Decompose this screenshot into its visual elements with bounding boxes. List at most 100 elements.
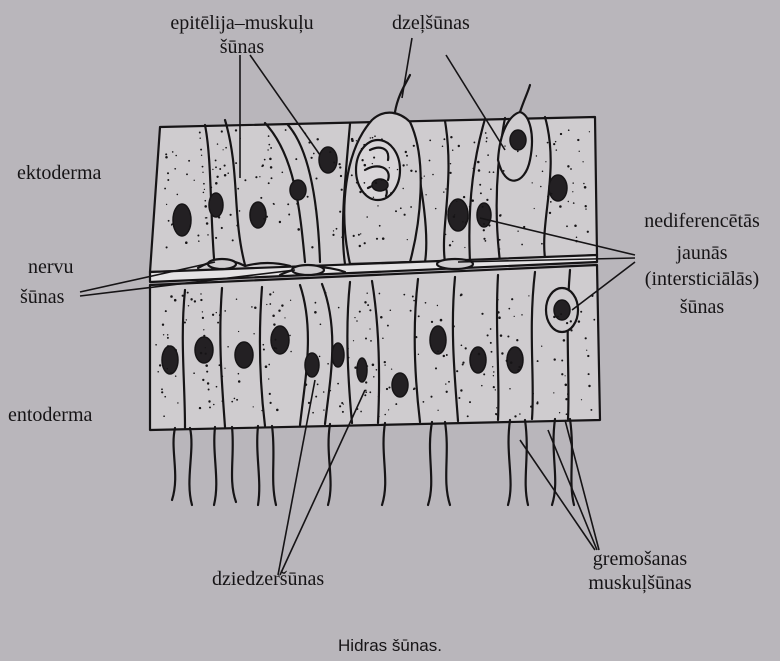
speckle-dot: [360, 233, 361, 234]
speckle-dot: [219, 314, 221, 316]
speckle-dot: [265, 365, 268, 368]
speckle-dot: [353, 340, 354, 341]
speckle-dot: [549, 193, 551, 195]
speckle-dot: [563, 339, 566, 342]
speckle-dot: [410, 206, 412, 208]
speckle-dot: [167, 172, 169, 174]
speckle-dot: [227, 172, 229, 174]
speckle-dot: [431, 321, 433, 323]
speckle-dot: [200, 293, 201, 294]
speckle-dot: [445, 188, 446, 189]
speckle-dot: [549, 212, 551, 214]
speckle-dot: [487, 334, 489, 336]
speckle-dot: [566, 225, 568, 227]
speckle-dot: [314, 311, 317, 314]
speckle-dot: [267, 149, 268, 150]
speckle-dot: [415, 170, 417, 172]
speckle-dot: [380, 316, 383, 319]
speckle-dot: [572, 182, 573, 183]
speckle-dot: [582, 161, 583, 162]
speckle-dot: [174, 299, 177, 302]
speckle-dot: [366, 216, 368, 218]
speckle-dot: [456, 370, 458, 372]
speckle-dot: [458, 397, 460, 399]
nerve-cell-body: [437, 259, 473, 269]
speckle-dot: [395, 210, 397, 212]
speckle-dot: [372, 137, 374, 139]
speckle-dot: [381, 138, 383, 140]
speckle-dot: [560, 313, 562, 315]
speckle-dot: [402, 164, 404, 166]
speckle-dot: [460, 389, 462, 391]
speckle-dot: [377, 205, 378, 206]
speckle-dot: [412, 296, 414, 298]
speckle-dot: [501, 352, 503, 354]
speckle-dot: [465, 347, 467, 349]
speckle-dot: [269, 293, 271, 295]
speckle-dot: [488, 224, 490, 226]
label-undiff-line2: jaunās: [622, 242, 780, 264]
speckle-dot: [177, 194, 179, 196]
speckle-dot: [319, 356, 321, 358]
speckle-dot: [583, 183, 585, 185]
speckle-dot: [585, 208, 586, 209]
speckle-dot: [381, 178, 383, 180]
speckle-dot: [517, 369, 519, 371]
speckle-dot: [473, 141, 475, 143]
speckle-dot: [170, 295, 173, 298]
speckle-dot: [338, 307, 340, 309]
speckle-dot: [572, 191, 573, 192]
speckle-dot: [290, 300, 291, 301]
speckle-dot: [234, 398, 236, 400]
speckle-dot: [553, 392, 554, 393]
speckle-dot: [376, 369, 378, 371]
speckle-dot: [340, 175, 342, 177]
speckle-dot: [359, 311, 361, 313]
speckle-dot: [497, 299, 498, 300]
speckle-dot: [471, 199, 474, 202]
speckle-dot: [163, 334, 164, 335]
speckle-dot: [273, 291, 274, 292]
speckle-dot: [499, 248, 500, 249]
speckle-dot: [418, 354, 419, 355]
speckle-dot: [365, 338, 367, 340]
speckle-dot: [342, 411, 344, 413]
speckle-dot: [348, 357, 350, 359]
speckle-dot: [167, 368, 168, 369]
speckle-dot: [237, 188, 239, 190]
speckle-dot: [496, 414, 498, 416]
label-stinging-cells: dzeļšūnas: [392, 12, 470, 34]
speckle-dot: [263, 218, 265, 220]
speckle-dot: [338, 163, 340, 165]
speckle-dot: [460, 294, 462, 296]
speckle-dot: [382, 337, 384, 339]
speckle-dot: [479, 184, 481, 186]
speckle-dot: [312, 412, 314, 414]
speckle-dot: [567, 393, 569, 395]
speckle-dot: [270, 402, 272, 404]
speckle-dot: [224, 310, 226, 312]
speckle-dot: [364, 242, 366, 244]
speckle-dot: [397, 169, 398, 170]
speckle-dot: [284, 317, 285, 318]
speckle-dot: [231, 401, 233, 403]
speckle-dot: [478, 169, 481, 172]
speckle-dot: [420, 177, 422, 179]
speckle-dot: [363, 144, 365, 146]
speckle-dot: [202, 379, 204, 381]
speckle-dot: [509, 388, 511, 390]
speckle-dot: [188, 305, 189, 306]
speckle-dot: [356, 140, 357, 141]
flagellum: [508, 420, 528, 505]
speckle-dot: [375, 180, 377, 182]
speckle-dot: [486, 137, 488, 139]
speckle-dot: [223, 149, 224, 150]
speckle-dot: [536, 155, 537, 156]
label-ectoderm: ektoderma: [17, 162, 101, 184]
speckle-dot: [193, 372, 195, 374]
speckle-dot: [498, 316, 501, 319]
speckle-dot: [218, 216, 220, 218]
figure-caption: Hidras šūnas.: [0, 636, 780, 656]
speckle-dot: [307, 196, 309, 198]
speckle-dot: [566, 322, 568, 324]
